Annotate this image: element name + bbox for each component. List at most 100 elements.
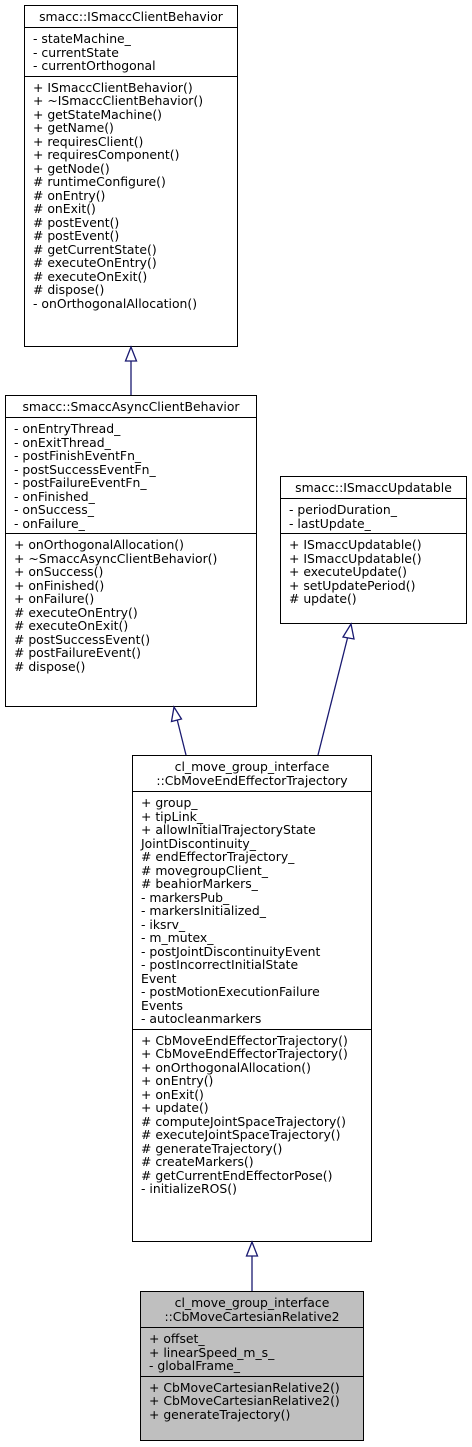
attribute-iksrv: - iksrv_ — [141, 916, 186, 932]
method-ismaccupdatable: + ISmaccUpdatable() — [289, 537, 422, 552]
method-smaccasyncclientbehavior: + ~SmaccAsyncClientBehavior() — [14, 550, 218, 566]
attribute-autocleanmarkers: - autocleanmarkers — [141, 1011, 262, 1026]
method-onorthogonalallocation: + onOrthogonalAllocation() — [141, 1059, 311, 1075]
attributes-section: + offset_+ linearSpeed_m_s_- globalFrame… — [141, 1327, 363, 1376]
method-onentry: # onEntry() — [33, 187, 106, 203]
attribute-tiplink: + tipLink_ — [141, 808, 204, 824]
class-name-line: ::CbMoveCartesianRelative2 — [164, 1309, 340, 1324]
attribute-events: Events — [141, 997, 183, 1013]
method-postevent: # postEvent() — [33, 214, 120, 230]
attribute-postsuccesseventfn: - postSuccessEventFn_ — [14, 461, 156, 477]
attribute-jointdiscontinuity: JointDiscontinuity_ — [141, 835, 256, 851]
attribute-linearspeed-m-s: + linearSpeed_m_s_ — [149, 1344, 275, 1360]
class-name-line: smacc::SmaccAsyncClientBehavior — [22, 399, 240, 414]
attribute-beahiormarkers: # beahiorMarkers_ — [141, 876, 258, 891]
attribute-currentstate: - currentState — [33, 44, 119, 60]
method-cbmovecartesianrelative2: + CbMoveCartesianRelative2() — [149, 1379, 340, 1395]
method-dispose: # dispose() — [14, 658, 86, 674]
attribute-endeffectortrajectory: # endEffectorTrajectory_ — [141, 849, 295, 864]
attribute-event: Event — [141, 970, 177, 986]
attribute-postjointdiscontinuityevent: - postJointDiscontinuityEvent — [141, 943, 321, 959]
attributes-section: - onEntryThread_- onExitThread_- postFin… — [6, 417, 256, 533]
method-getstatemachine: + getStateMachine() — [33, 106, 163, 122]
attributes-section: - periodDuration_- lastUpdate_ — [281, 498, 466, 533]
methods-section: + onOrthogonalAllocation()+ ~SmaccAsyncC… — [6, 533, 256, 676]
method-onsuccess: + onSuccess() — [14, 564, 104, 579]
method-requiresclient: + requiresClient() — [33, 133, 144, 149]
method-executejointspacetrajectory: # executeJointSpaceTrajectory() — [141, 1127, 341, 1142]
class-title: cl_move_group_interface::CbMoveCartesian… — [141, 1292, 363, 1327]
class-box-ismacc-client-behavior[interactable]: smacc::ISmaccClientBehavior- stateMachin… — [24, 5, 238, 347]
method-update: + update() — [141, 1100, 209, 1115]
attribute-postfailureeventfn: - postFailureEventFn_ — [14, 475, 147, 490]
class-box-smacc-async-client-behavior[interactable]: smacc::SmaccAsyncClientBehavior- onEntry… — [5, 395, 257, 707]
class-name-line: smacc::ISmaccUpdatable — [295, 480, 452, 495]
inheritance-arrowhead — [124, 345, 138, 362]
attribute-movegroupclient: # movegroupClient_ — [141, 862, 268, 878]
attribute-allowinitialtrajectorystate: + allowInitialTrajectoryState — [141, 822, 316, 837]
inheritance-arrowhead — [245, 1240, 259, 1257]
attribute-markersinitialized: - markersInitialized_ — [141, 903, 266, 918]
method-getcurrentstate: # getCurrentState() — [33, 241, 157, 257]
method-getname: + getName() — [33, 120, 114, 135]
class-box-cb-move-end-effector-trajectory[interactable]: cl_move_group_interface::CbMoveEndEffect… — [132, 755, 372, 1242]
attribute-group: + group_ — [141, 795, 198, 810]
class-title: cl_move_group_interface::CbMoveEndEffect… — [133, 756, 371, 791]
method-executeonexit: # executeOnExit() — [33, 268, 148, 284]
methods-section: + ISmaccClientBehavior()+ ~ISmaccClientB… — [25, 75, 237, 314]
method-computejointspacetrajectory: # computeJointSpaceTrajectory() — [141, 1113, 346, 1129]
attributes-section: + group_+ tipLink_+ allowInitialTrajecto… — [133, 791, 371, 1029]
class-title: smacc::SmaccAsyncClientBehavior — [6, 396, 256, 417]
method-cbmovecartesianrelative2: + CbMoveCartesianRelative2() — [149, 1393, 340, 1408]
method-ismaccupdatable: + ISmaccUpdatable() — [289, 550, 422, 566]
attribute-onfailure: - onFailure_ — [14, 515, 85, 531]
class-name-line: cl_move_group_interface — [174, 1295, 330, 1310]
method-postfailureevent: # postFailureEvent() — [14, 645, 142, 660]
method-createmarkers: # createMarkers() — [141, 1154, 254, 1169]
method-executeonentry: # executeOnEntry() — [14, 604, 138, 620]
methods-section: + CbMoveCartesianRelative2()+ CbMoveCart… — [141, 1375, 363, 1425]
method-onfailure: + onFailure() — [14, 591, 95, 606]
method-generatetrajectory: # generateTrajectory() — [141, 1140, 283, 1156]
class-name-line: cl_move_group_interface — [174, 759, 330, 774]
method-postsuccessevent: # postSuccessEvent() — [14, 631, 151, 647]
class-name-line: smacc::ISmaccClientBehavior — [39, 9, 223, 24]
method-cbmoveendeffectortrajectory: + CbMoveEndEffectorTrajectory() — [141, 1032, 348, 1048]
attribute-m-mutex: - m_mutex_ — [141, 930, 214, 945]
inheritance-arrowhead — [341, 622, 355, 640]
edge-end-effector-to-async — [176, 718, 187, 756]
method-setupdateperiod: + setUpdatePeriod() — [289, 577, 416, 593]
method-executeonexit: # executeOnExit() — [14, 618, 129, 633]
method-dispose: # dispose() — [33, 282, 105, 297]
attribute-onentrythread: - onEntryThread_ — [14, 421, 121, 436]
method-executeonentry: # executeOnEntry() — [33, 255, 157, 270]
attribute-postfinisheventfn: - postFinishEventFn_ — [14, 448, 142, 463]
method-executeupdate: + executeUpdate() — [289, 564, 407, 579]
method-getnode: + getNode() — [33, 160, 110, 176]
attribute-lastupdate: - lastUpdate_ — [289, 515, 371, 531]
method-onfinished: + onFinished() — [14, 577, 105, 593]
class-title: smacc::ISmaccClientBehavior — [25, 6, 237, 27]
attribute-onexitthread: - onExitThread_ — [14, 434, 111, 450]
method-onexit: + onExit() — [141, 1086, 204, 1102]
inheritance-arrowhead — [170, 705, 183, 723]
method-requirescomponent: + requiresComponent() — [33, 147, 180, 162]
methods-section: + ISmaccUpdatable()+ ISmaccUpdatable()+ … — [281, 533, 466, 609]
attribute-statemachine: - stateMachine_ — [33, 31, 131, 46]
class-box-ismacc-updatable[interactable]: smacc::ISmaccUpdatable- periodDuration_-… — [280, 476, 467, 624]
class-title: smacc::ISmaccUpdatable — [281, 477, 466, 498]
class-box-cb-move-cartesian-relative2[interactable]: cl_move_group_interface::CbMoveCartesian… — [140, 1291, 364, 1441]
class-name-line: ::CbMoveEndEffectorTrajectory — [156, 773, 348, 788]
method-generatetrajectory: + generateTrajectory() — [149, 1406, 291, 1422]
attribute-globalframe: - globalFrame_ — [149, 1358, 240, 1373]
attribute-offset: + offset_ — [149, 1331, 205, 1346]
method-onexit: # onExit() — [33, 201, 96, 216]
attribute-onsuccess: - onSuccess_ — [14, 502, 94, 517]
method-postevent: # postEvent() — [33, 228, 120, 243]
method-onorthogonalallocation: + onOrthogonalAllocation() — [14, 537, 184, 552]
method-getcurrentendeffectorpose: # getCurrentEndEffectorPose() — [141, 1167, 333, 1183]
edge-end-effector-to-updatable — [317, 635, 349, 756]
method-initializeros: - initializeROS() — [141, 1181, 237, 1196]
attribute-onfinished: - onFinished_ — [14, 488, 95, 504]
